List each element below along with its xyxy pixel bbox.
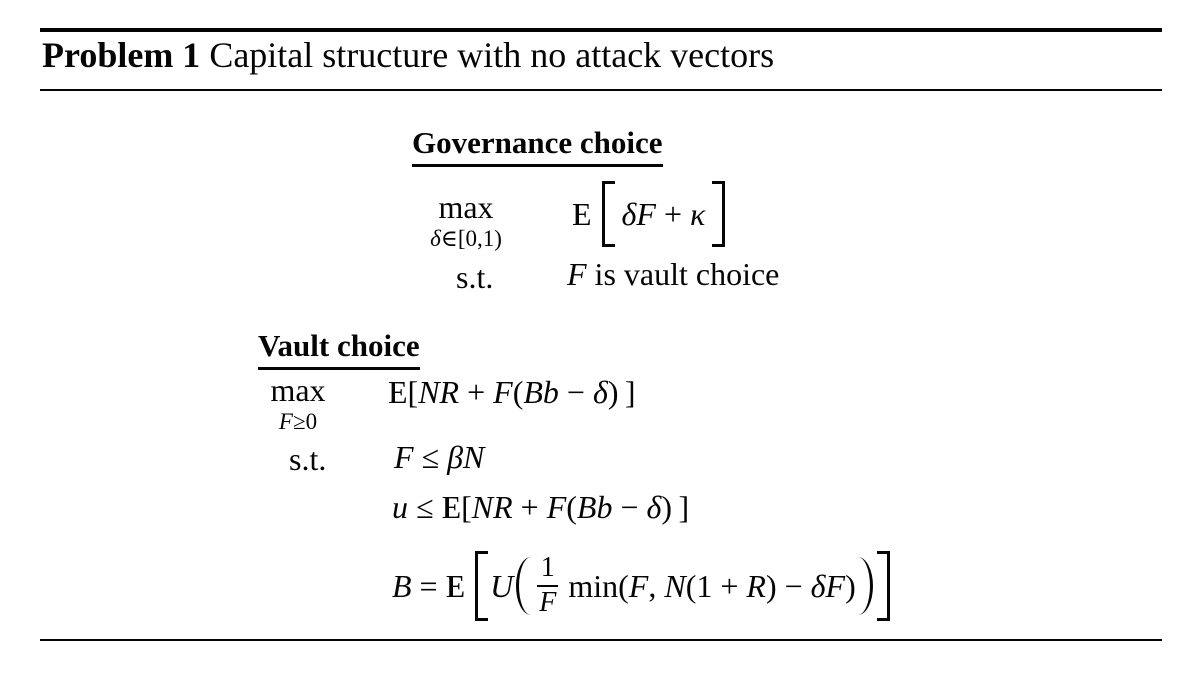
problem-number: Problem 1	[42, 35, 201, 75]
max-operator-limits: δ∈[0,1)	[430, 226, 502, 251]
vault-participation-constraint: u ≤ E[NR + F(Bb − δ) ]	[392, 489, 690, 525]
governance-constraint: F is vault choice	[567, 256, 780, 292]
governance-st-label: s.t.	[456, 259, 494, 295]
title-separator-rule	[40, 89, 1162, 91]
bottom-rule	[40, 639, 1162, 641]
right-bracket	[876, 551, 890, 621]
max-operator-limits: F≥0	[278, 409, 318, 434]
vault-budget-constraint: F ≤ βN	[394, 439, 485, 475]
governance-objective: E δF + κ	[572, 181, 726, 247]
vault-heading: Vault choice	[258, 329, 420, 370]
vault-objective: E[NR + F(Bb − δ) ]	[388, 374, 636, 410]
vault-st-label: s.t.	[289, 441, 327, 477]
problem-name: Capital structure with no attack vectors	[209, 35, 775, 75]
fraction-one-over-F: 1 F	[537, 552, 559, 619]
min-expression: min(F, N(1 + R) − δF)	[568, 567, 856, 604]
right-bracket	[712, 181, 726, 247]
expectation-symbol: E	[572, 195, 592, 232]
max-operator-label: max	[270, 372, 326, 408]
top-thick-rule	[40, 28, 1162, 32]
objective-expression: δF + κ	[621, 195, 706, 232]
left-bracket	[475, 551, 489, 621]
fraction-numerator: 1	[540, 552, 555, 584]
left-bracket	[601, 181, 615, 247]
fraction-denominator: F	[539, 587, 557, 619]
left-parenthesis	[516, 557, 531, 615]
vault-max-operator: max F≥0	[258, 374, 338, 434]
governance-heading: Governance choice	[412, 126, 663, 167]
governance-max-operator: max δ∈[0,1)	[414, 191, 518, 251]
bond-price-lhs: B = E	[392, 567, 466, 604]
max-operator-label: max	[438, 189, 494, 225]
vault-bond-price-constraint: B = E U 1 F min(F, N(1 + R) − δF)	[392, 551, 890, 621]
utility-function-symbol: U	[490, 567, 514, 604]
right-parenthesis	[858, 557, 873, 615]
fraction-bar	[537, 584, 559, 588]
